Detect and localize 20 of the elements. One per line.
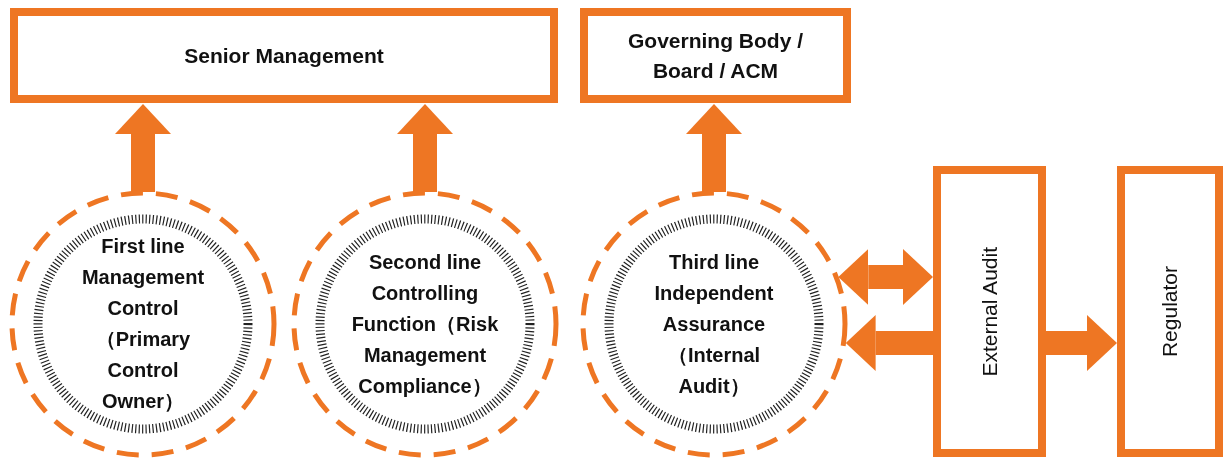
dashed-circle-node [8, 189, 278, 459]
node-label: Governing Body / Board / ACM [627, 28, 804, 84]
node-label: Second line Controlling Function（Risk Management Compliance） [350, 249, 500, 399]
node-label: Regulator [1158, 265, 1182, 358]
block-arrow [397, 104, 453, 192]
process-box [1117, 166, 1223, 457]
block-arrow [115, 104, 171, 192]
node-label: External Audit [977, 246, 1002, 377]
block-arrow [1046, 315, 1117, 371]
process-box [10, 8, 558, 103]
block-arrow [686, 104, 742, 192]
block-arrow [845, 315, 933, 371]
process-box [933, 166, 1046, 457]
block-arrow [838, 249, 933, 305]
node-label: Third line Independent Assurance（Internal Audit） [653, 249, 775, 399]
process-box [580, 8, 851, 103]
dashed-circle-node [579, 189, 849, 459]
node-label: Senior Management [184, 42, 384, 69]
dashed-circle-node [290, 189, 560, 459]
node-label: First line Management Control（Primary Control Owner） [80, 234, 206, 414]
